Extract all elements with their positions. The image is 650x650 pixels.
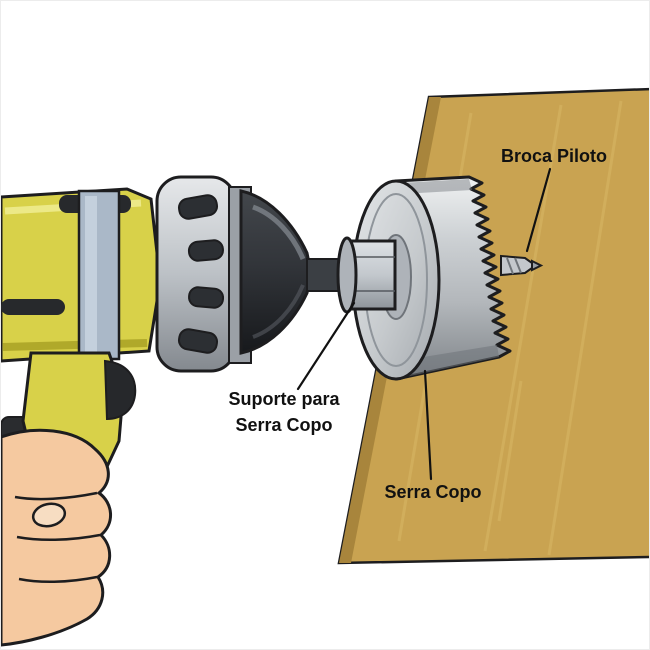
drill-collar-slots [177,194,225,354]
arbor [336,236,397,314]
leader-line-suporte [296,301,356,391]
leader-line-broca-piloto [525,167,552,253]
pilot-bit-flute-1 [506,257,514,275]
pilot-bit-shaft [500,254,533,277]
drill-side-slot [1,299,65,315]
pilot-bit-tip [531,259,544,272]
pilot-bit [500,254,544,277]
drill-band-highlight [85,196,97,354]
label-suporte-line2: Serra Copo [235,415,332,435]
hole-saw-bottom-shade [396,345,499,379]
arbor-flange [336,236,358,314]
leader-line-serra-copo [423,369,433,481]
hole-saw-top-shade [401,179,472,194]
pilot-bit-flute-2 [514,257,522,274]
label-broca-piloto: Broca Piloto [501,146,607,166]
label-serra-copo: Serra Copo [384,482,481,502]
fingernail [31,502,67,528]
label-suporte-line1: Suporte para [228,389,340,409]
hand [1,428,112,647]
finger-separation-lines [14,491,101,584]
hand-fingers [1,428,112,647]
chuck-lower-streak [252,284,305,339]
drill-trigger [103,359,137,421]
chuck-highlight [252,204,306,260]
drill-body-shadow [2,339,148,351]
drill [1,175,350,373]
